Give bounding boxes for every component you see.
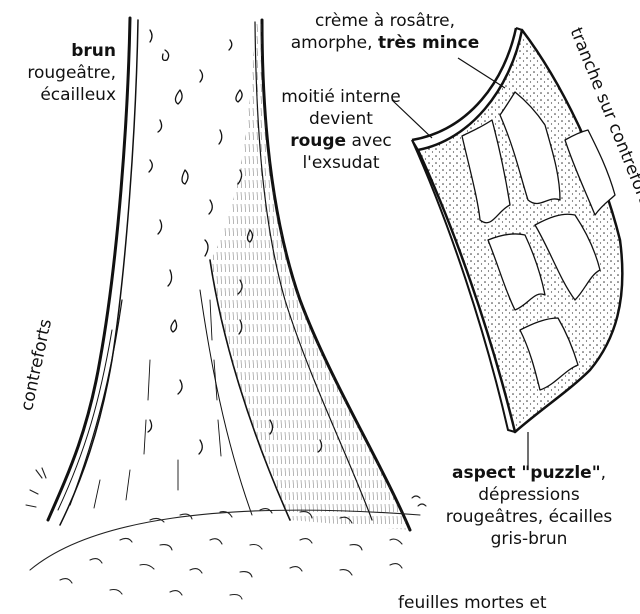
label-outer-bark: brun rougeâtre, écailleux	[18, 40, 116, 106]
label-inner-line3-a: rouge	[290, 131, 346, 151]
label-puzzle-line3: rougeâtres, écailles	[418, 506, 640, 528]
label-inner-line3-b: avec	[346, 131, 392, 151]
label-cream-line1: crème à rosâtre,	[280, 10, 490, 32]
label-puzzle: aspect "puzzle", dépressions rougeâtres,…	[418, 462, 640, 550]
label-puzzle-line4: gris-brun	[418, 528, 640, 550]
label-outer-bark-line1: brun	[18, 40, 116, 62]
label-cream-line2-b: très mince	[378, 33, 479, 53]
label-puzzle-line1-a: aspect "puzzle"	[452, 463, 601, 483]
label-inner-line3: rouge avec	[272, 130, 410, 152]
label-inner-line1: moitié interne	[272, 86, 410, 108]
label-cream-layer: crème à rosâtre, amorphe, très mince	[280, 10, 490, 54]
label-outer-bark-line2: rougeâtre,	[18, 62, 116, 84]
label-cream-line2: amorphe, très mince	[280, 32, 490, 54]
label-inner-line2: devient	[272, 108, 410, 130]
label-cream-line2-a: amorphe,	[291, 33, 378, 53]
label-outer-bark-line3: écailleux	[18, 84, 116, 106]
label-puzzle-line1: aspect "puzzle",	[418, 462, 640, 484]
label-inner-line4: l'exsudat	[272, 152, 410, 174]
label-bottom-cut: feuilles mortes et	[398, 592, 547, 614]
label-puzzle-line1-b: ,	[601, 463, 606, 483]
label-inner-half: moitié interne devient rouge avec l'exsu…	[272, 86, 410, 174]
label-puzzle-line2: dépressions	[418, 484, 640, 506]
